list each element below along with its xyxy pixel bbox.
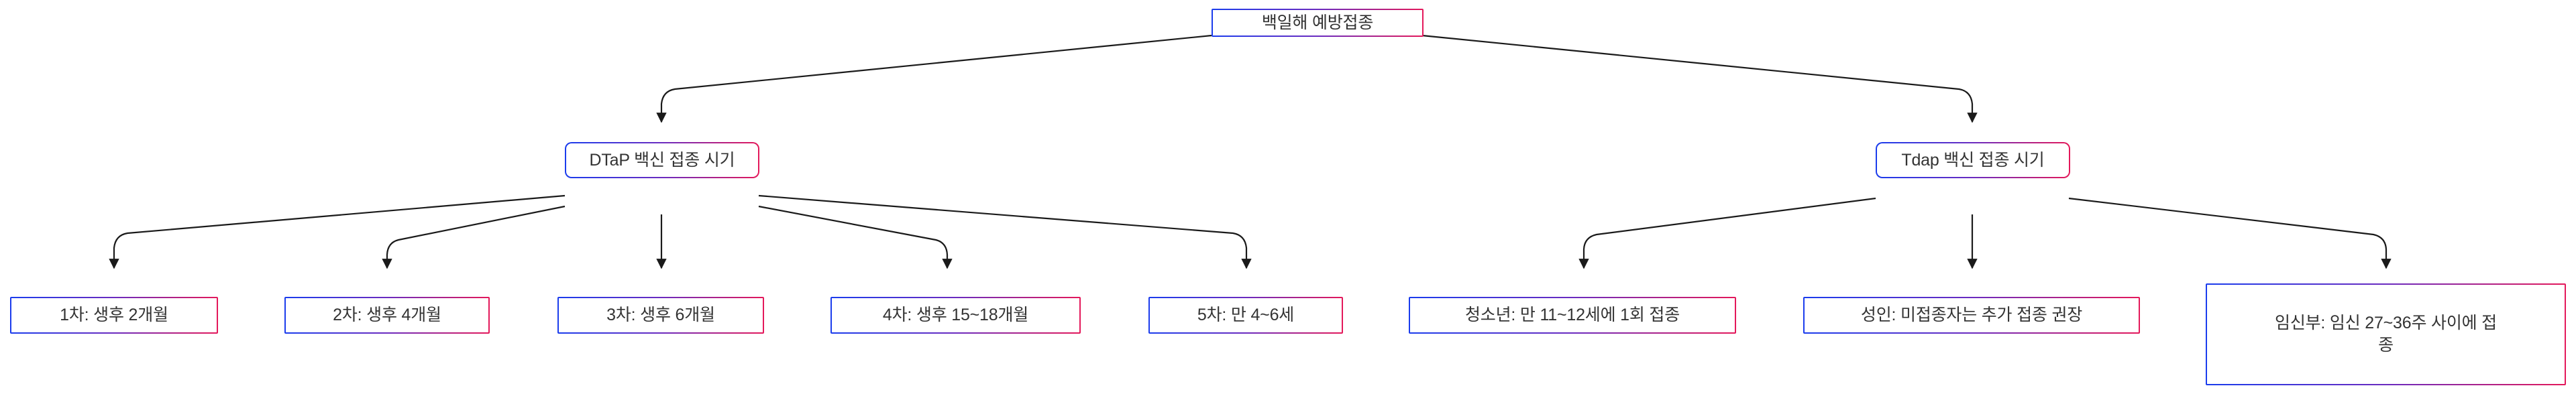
- edge-dtap-to-child-2: [382, 205, 566, 269]
- node-dtap-dose-5-label: 5차: 만 4~6세: [1197, 306, 1295, 324]
- edge-dtap-to-child-4: [758, 205, 953, 269]
- node-dtap-dose-1-label: 1차: 생후 2개월: [60, 306, 168, 324]
- node-tdap-adolescent[interactable]: 청소년: 만 11~12세에 1회 접종: [1409, 297, 1736, 334]
- node-tdap-adolescent-label: 청소년: 만 11~12세에 1회 접종: [1465, 306, 1680, 324]
- node-dtap-dose-2-label: 2차: 생후 4개월: [333, 306, 441, 324]
- node-dtap[interactable]: DTaP 백신 접종 시기: [565, 142, 759, 178]
- edge-dtap-to-child-5: [758, 194, 1252, 269]
- node-tdap-label: Tdap 백신 접종 시기: [1901, 150, 2045, 170]
- edge-dtap-to-child-1: [109, 194, 566, 269]
- node-tdap[interactable]: Tdap 백신 접종 시기: [1876, 142, 2070, 178]
- node-dtap-dose-1[interactable]: 1차: 생후 2개월: [10, 297, 218, 334]
- node-root[interactable]: 백일해 예방접종: [1212, 9, 1424, 37]
- node-dtap-label: DTaP 백신 접종 시기: [589, 150, 735, 170]
- edge-root-to-dtap: [656, 34, 1212, 123]
- node-dtap-dose-4-label: 4차: 생후 15~18개월: [882, 306, 1029, 324]
- node-dtap-dose-5[interactable]: 5차: 만 4~6세: [1148, 297, 1343, 334]
- node-root-label: 백일해 예방접종: [1261, 13, 1374, 32]
- node-tdap-pregnant[interactable]: 임신부: 임신 27~36주 사이에 접 종: [2206, 283, 2566, 385]
- node-tdap-adult[interactable]: 성인: 미접종자는 추가 접종 권장: [1803, 297, 2140, 334]
- edge-tdap-to-child-3: [2068, 197, 2392, 269]
- edge-tdap-to-child-1: [1578, 197, 1876, 269]
- node-tdap-adult-label: 성인: 미접종자는 추가 접종 권장: [1860, 306, 2083, 324]
- node-tdap-pregnant-label: 임신부: 임신 27~36주 사이에 접 종: [2275, 314, 2497, 354]
- node-dtap-dose-3-label: 3차: 생후 6개월: [606, 306, 715, 324]
- edge-root-to-tdap: [1421, 34, 1978, 123]
- node-dtap-dose-3[interactable]: 3차: 생후 6개월: [557, 297, 764, 334]
- node-dtap-dose-2[interactable]: 2차: 생후 4개월: [284, 297, 490, 334]
- node-dtap-dose-4[interactable]: 4차: 생후 15~18개월: [830, 297, 1081, 334]
